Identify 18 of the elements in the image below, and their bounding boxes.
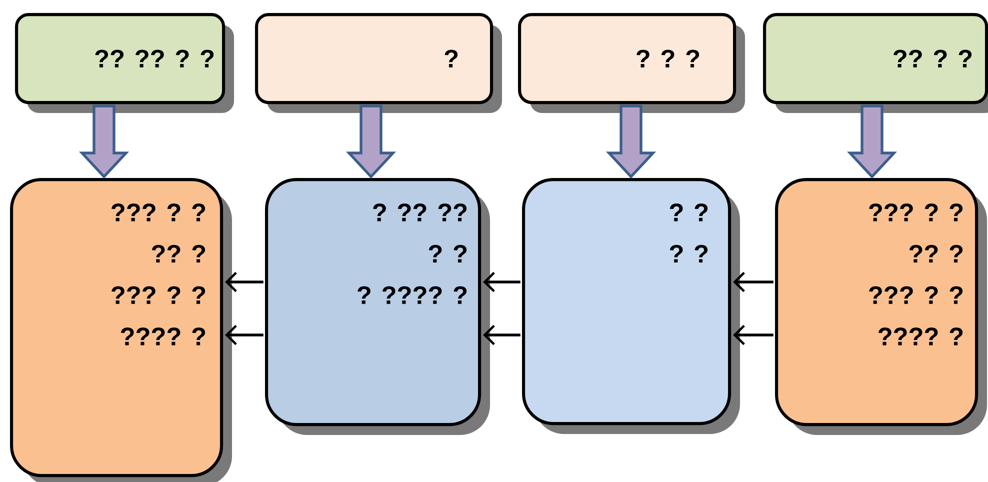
block-arrow xyxy=(346,104,396,179)
process-box: ??? ? ? ?? ? ??? ? ? ???? ? xyxy=(775,178,987,435)
process-box: ? xyxy=(255,13,502,113)
arrow xyxy=(225,272,264,292)
block-arrow xyxy=(78,104,130,179)
arrow xyxy=(483,272,520,292)
block-arrow xyxy=(606,104,656,179)
process-box: ? ? ? ? xyxy=(522,178,740,434)
process-box: ? ?? ?? ? ? ? ???? ? xyxy=(265,178,490,435)
process-box: ?? ? ? xyxy=(763,13,988,113)
block-arrow xyxy=(846,104,898,179)
process-box: ??? ? ? ?? ? ??? ? ? ???? ? xyxy=(10,178,232,482)
process-box: ? ? ? xyxy=(518,13,745,113)
arrow xyxy=(733,272,774,292)
process-box: ?? ?? ? ? xyxy=(15,13,234,113)
arrow xyxy=(225,324,264,346)
arrow xyxy=(483,324,520,346)
arrow xyxy=(733,324,774,346)
